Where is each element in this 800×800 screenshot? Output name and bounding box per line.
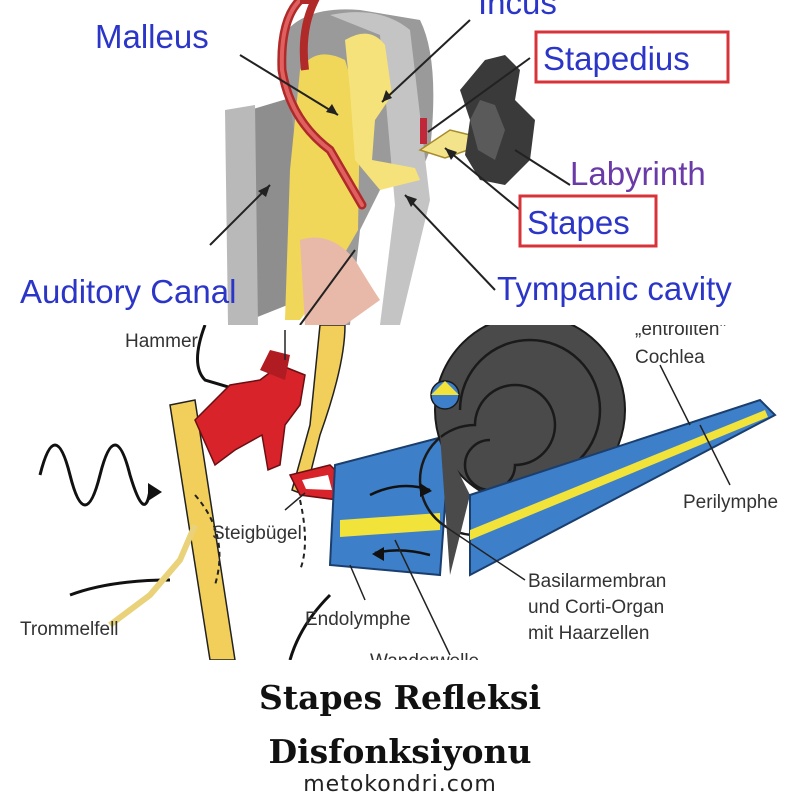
membrane-pink — [300, 237, 380, 325]
label-labyrinth: Labyrinth — [570, 155, 706, 192]
pointer-stapes-head — [445, 148, 457, 160]
flow-arrow-lower-head — [372, 547, 384, 561]
sound-wave — [38, 443, 152, 507]
skull-outline-top — [196, 325, 256, 397]
middle-ear-illustration: Malleus Incus Stapedius Labyrinth Stapes… — [20, 0, 732, 325]
pointer-incus-head — [382, 90, 392, 102]
pointer-stapes — [444, 147, 521, 211]
pointer-steigbugel — [284, 492, 306, 511]
cochlea-cross-yellow — [431, 381, 459, 395]
label-hammer: Hammer — [125, 331, 199, 352]
hammer-head — [260, 350, 290, 380]
pointer-canal-head — [258, 185, 270, 197]
pointer-malleus — [239, 54, 339, 116]
basilar-membrane — [340, 513, 440, 537]
label-stapedius: Stapedius — [543, 40, 690, 77]
label-steigbugel: Steigbügel — [212, 523, 302, 544]
pointer-malleus-head — [326, 104, 338, 115]
stapedius-muscle — [420, 118, 427, 144]
inner-wall-outline — [288, 593, 332, 660]
hammer-ossicle — [194, 364, 306, 472]
pointer-incus — [381, 19, 471, 103]
skull-outline-bottom — [69, 578, 171, 597]
incus-shape — [345, 33, 420, 190]
cochlea-duct — [328, 433, 452, 577]
label-stapes: Stapes — [527, 204, 630, 241]
stapes-highlight-box — [518, 194, 658, 248]
pointer-cochlea — [659, 364, 691, 426]
label-cochlea-top: „entrollten" — [635, 325, 726, 340]
label-incus: Incus — [478, 0, 557, 21]
chorda-tympani-highlight — [279, 0, 364, 207]
uncoiled-basilar — [470, 410, 768, 540]
cochlea-base — [440, 435, 470, 575]
label-wanderwelle: Wanderwelle — [370, 651, 479, 660]
label-cochlea: Cochlea — [635, 347, 705, 368]
caption-title-line1: Stapes Refleksi — [259, 678, 541, 717]
caption: Stapes Refleksi Disfonksiyonu metokondri… — [0, 660, 800, 800]
pointer-wanderwelle — [394, 539, 451, 656]
pointer-canal — [209, 184, 271, 246]
label-malleus: Malleus — [95, 18, 209, 55]
middle-ear-diagram: Malleus Incus Stapedius Labyrinth Stapes… — [0, 0, 800, 325]
pointer-membrane — [299, 249, 356, 325]
stapedius-highlight-box — [534, 30, 730, 84]
caption-site: metokondri.com — [303, 772, 497, 797]
flow-arrow-upper-head — [420, 483, 432, 497]
eardrum-band — [169, 399, 236, 660]
pointer-stapedius — [427, 57, 531, 133]
sound-arrow — [148, 483, 162, 501]
pointer-tympanic-head — [405, 195, 417, 207]
canal-wall-side — [225, 105, 258, 325]
dashed-path-1 — [194, 494, 221, 586]
label-basilar-2: und Corti-Organ — [528, 597, 664, 618]
cochlea-spiral-turns — [418, 338, 602, 537]
cavity-shade — [330, 12, 430, 325]
pointer-tympanic — [404, 194, 496, 291]
pointer-perilymphe — [699, 424, 731, 486]
trommelfell-edge — [108, 523, 198, 628]
label-auditory-canal: Auditory Canal — [20, 273, 236, 310]
label-basilar-1: Basilarmembran — [528, 571, 666, 592]
inner-ear-diagram: Hammer „entrollten" Cochlea Perilymphe S… — [0, 325, 800, 660]
label-endolymphe: Endolymphe — [305, 609, 411, 630]
label-tympanic-cavity: Tympanic cavity — [497, 270, 732, 307]
labyrinth-inner — [470, 100, 505, 160]
label-basilar-3: mit Haarzellen — [528, 623, 649, 644]
chorda-top — [299, 0, 320, 71]
label-perilymphe: Perilymphe — [683, 492, 778, 513]
label-trommelfell: Trommelfell — [20, 619, 119, 640]
dashed-path-2 — [299, 499, 306, 571]
caption-title-line2: Disfonksiyonu — [268, 732, 532, 771]
steigbugel-hole — [302, 475, 332, 490]
pointer-labyrinth — [514, 149, 571, 186]
pointer-endolymphe — [349, 564, 366, 601]
inner-ear-illustration: Hammer „entrollten" Cochlea Perilymphe S… — [20, 325, 778, 660]
pointer-basilar — [439, 522, 526, 581]
